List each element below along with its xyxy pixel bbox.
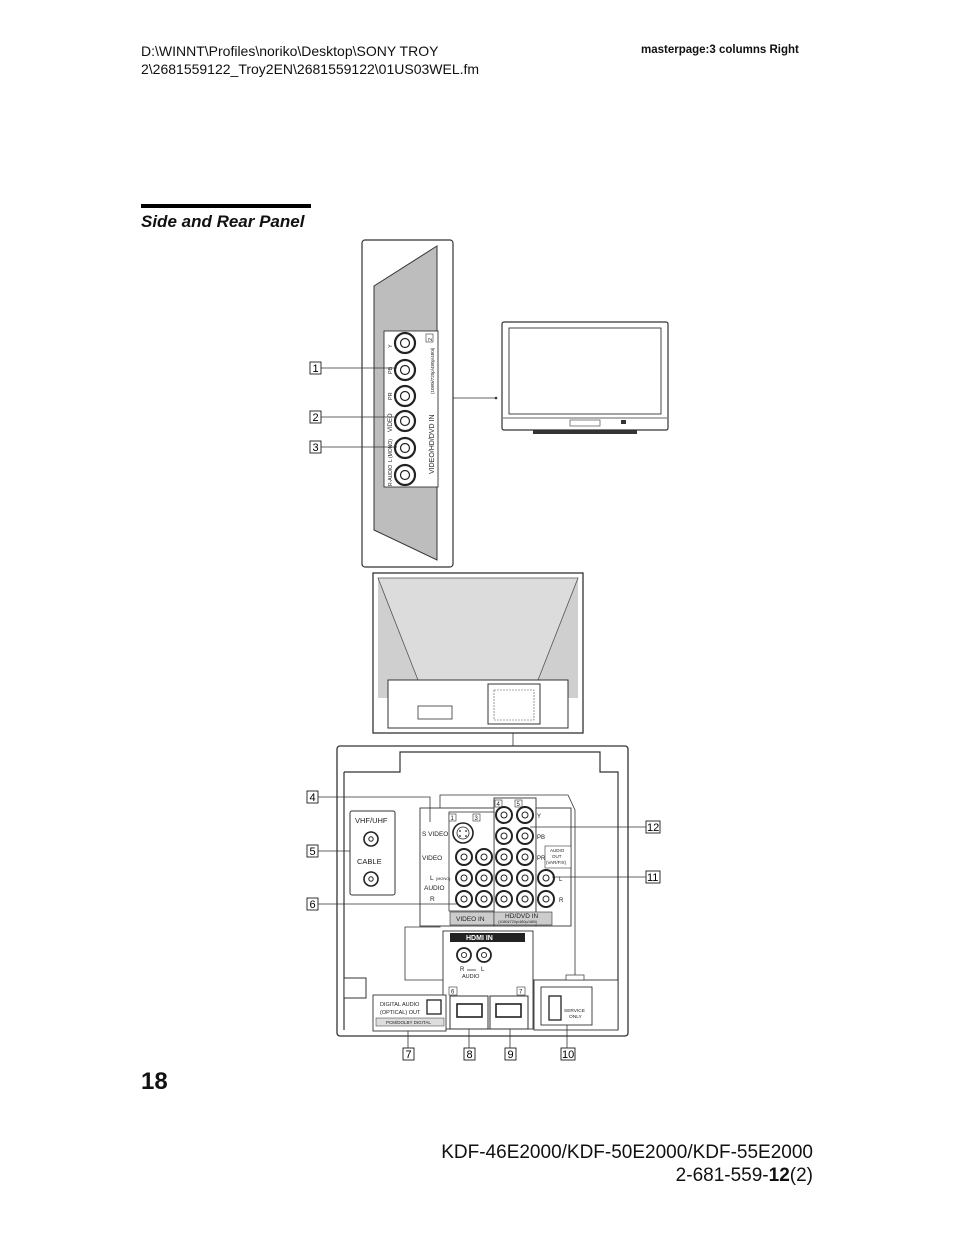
side-label-pb: PB [388, 366, 394, 374]
callout-9: 9 [508, 1049, 514, 1061]
hdmi-l-label: L [481, 967, 485, 973]
vhf-uhf-label: VHF/UHF [355, 816, 388, 825]
masterpage-label: masterpage:3 columns Right [641, 44, 799, 56]
section-title: Side and Rear Panel [141, 212, 305, 231]
rear-input-3: 3 [475, 816, 479, 822]
tv-rear-overview [372, 572, 584, 746]
rear-input-6: 6 [451, 990, 455, 996]
audio-r-label: R [430, 896, 435, 903]
rear-input-7: 7 [519, 990, 523, 996]
callout-2: 2 [313, 412, 319, 424]
service-label-1: SERVICE [564, 1008, 585, 1014]
hdmi-r-label: R [460, 967, 465, 973]
side-label-y: Y [388, 344, 394, 348]
side-label-pr: PR [388, 392, 394, 400]
service-label-2: ONLY [569, 1014, 583, 1020]
hd-dvd-in-label: HD/DVD IN [505, 913, 539, 920]
s-video-label: S VIDEO [422, 831, 448, 838]
file-path-line-1: D:\WINNT\Profiles\noriko\Desktop\SONY TR… [141, 43, 439, 59]
side-input-number: 2 [428, 338, 434, 341]
audio-out-label-1: AUDIO [550, 848, 565, 853]
file-path-header: D:\WINNT\Profiles\noriko\Desktop\SONY TR… [141, 42, 479, 78]
page-number: 18 [141, 1068, 168, 1095]
rear-input-5: 5 [517, 802, 521, 808]
side-label-l-mono: L (MONO) [388, 439, 394, 462]
rear-panel-detail: VHF/UHF CABLE 1 3 4 5 S VIDEO VIDEO L (M… [336, 745, 629, 1037]
side-label-resolution: (1080i/720p/480p/480i) [430, 347, 435, 394]
callout-11: 11 [647, 872, 658, 884]
digital-audio-label-2: (OPTICAL) OUT [380, 1010, 421, 1016]
audio-out-l-label: L [559, 877, 563, 883]
cable-label: CABLE [357, 857, 382, 866]
rear-rca-jacks [455, 806, 555, 908]
hdmi-audio-label: AUDIO [462, 974, 480, 980]
audio-out-label-2: OUT [552, 854, 562, 859]
rear-input-1: 1 [451, 816, 455, 822]
side-label-video: VIDEO [388, 413, 394, 432]
side-label-in: VIDEO/HD/DVD IN [429, 414, 436, 474]
footer-part-suffix: (2) [789, 1165, 813, 1186]
component-y-label: Y [537, 814, 541, 820]
tv-front-illustration [501, 321, 669, 434]
hdmi-in-label: HDMI IN [466, 935, 493, 942]
footer-part-bold: 12 [768, 1165, 790, 1186]
callout-10: 10 [562, 1049, 574, 1061]
audio-out-label-3: (VAR/FIX) [546, 860, 567, 865]
audio-mono-label: (MONO) [436, 877, 451, 881]
digital-audio-label-1: DIGITAL AUDIO [380, 1002, 420, 1008]
digital-audio-label-3: PCM/DOLBY DIGITAL [386, 1020, 431, 1025]
video-label: VIDEO [422, 855, 442, 862]
audio-out-r-label: R [559, 898, 564, 904]
rear-input-4: 4 [497, 802, 501, 808]
side-label-r-audio: R-AUDIO [388, 465, 394, 486]
callout-12: 12 [647, 822, 659, 834]
hd-dvd-resolution: (1080i/720p/480p/480i) [498, 920, 538, 924]
component-pr-label: PR [537, 856, 546, 862]
component-pb-label: PB [537, 835, 545, 841]
callout-8: 8 [467, 1049, 473, 1061]
footer-part-number: 2-681-559-12(2) [676, 1165, 813, 1187]
video-in-label: VIDEO IN [456, 916, 485, 923]
side-jacks [393, 331, 417, 487]
callout-5: 5 [310, 846, 316, 858]
callout-4: 4 [310, 792, 316, 804]
footer-part-prefix: 2-681-559- [675, 1165, 769, 1186]
callout-1: 1 [313, 363, 319, 375]
callout-6: 6 [310, 899, 316, 911]
callout-markers: 1 2 3 4 5 6 7 8 9 10 11 12 [306, 361, 661, 1061]
callout-7: 7 [406, 1049, 412, 1061]
file-path-line-2: 2\2681559122_Troy2EN\2681559122\01US03WE… [141, 61, 480, 77]
footer-models: KDF-46E2000/KDF-50E2000/KDF-55E2000 [441, 1142, 813, 1163]
audio-label: AUDIO [424, 885, 445, 892]
side-panel-illustration: Y PB PR VIDEO L (MONO) R-AUDIO VIDEO/HD/… [361, 239, 498, 568]
callout-3: 3 [313, 442, 319, 454]
audio-l-label: L [430, 875, 434, 882]
section-rule [141, 204, 311, 208]
